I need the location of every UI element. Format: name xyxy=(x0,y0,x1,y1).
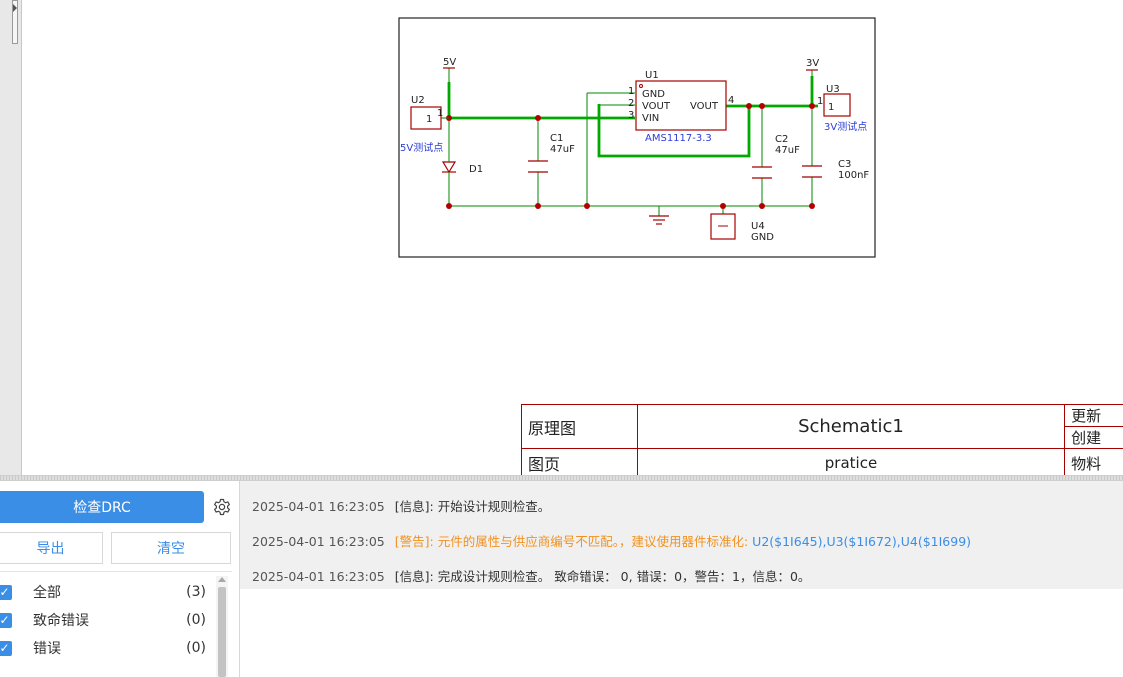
u1-part-number: AMS1117-3.3 xyxy=(645,133,712,144)
filter-count: (3) xyxy=(186,584,206,600)
u1-pin4: 4 xyxy=(728,95,734,106)
component-links[interactable]: U2($1I645),U3($1I672),U4($1I699) xyxy=(752,534,972,549)
filter-label: 全部 xyxy=(33,585,61,601)
u1-pin-vout-label: VOUT xyxy=(642,101,671,112)
junction-dots xyxy=(446,103,815,209)
c3-value: 100nF xyxy=(838,170,869,181)
u3-description: 3V测试点 xyxy=(824,120,867,133)
u3-body[interactable] xyxy=(823,93,851,117)
log-background xyxy=(240,481,1123,589)
u1-designator: U1 xyxy=(645,70,659,81)
power-3v-label: 3V xyxy=(806,58,819,69)
u3-pin-number: 1 xyxy=(817,96,823,107)
title-updated-label: 更新 xyxy=(1064,404,1123,427)
log-timestamp: 2025-04-01 16:23:05 xyxy=(252,534,385,549)
title-label-schematic: 原理图 xyxy=(521,404,638,449)
log-timestamp: 2025-04-01 16:23:05 xyxy=(252,569,385,584)
filter-scrollbar-thumb[interactable] xyxy=(218,587,226,677)
u1-pin-vout-right-label: VOUT xyxy=(690,101,719,112)
filter-label: 致命错误 xyxy=(33,613,89,629)
gear-icon[interactable] xyxy=(213,498,231,516)
log-message: : 完成设计规则检查。 致命错误： 0, 错误：0，警告：1，信息：0。 xyxy=(429,569,811,584)
title-bom-label: 物料 xyxy=(1064,448,1123,475)
c2-value: 47uF xyxy=(775,145,800,156)
check-drc-button[interactable]: 检查DRC xyxy=(0,491,204,523)
u1-pin3: 3 xyxy=(628,110,634,121)
u1-pin1: 1 xyxy=(628,86,634,97)
u3-pin: 1 xyxy=(828,102,834,113)
log-message: : 开始设计规则检查。 xyxy=(429,499,551,514)
filter-item-error[interactable]: ✓ 错误 (0) xyxy=(0,634,212,662)
u4-designator: U4 xyxy=(751,221,765,232)
clear-button[interactable]: 清空 xyxy=(111,532,231,564)
c3-designator: C3 xyxy=(838,159,851,170)
schematic-drawing: U1 GND VOUT VIN VOUT 1 2 3 4 AMS1117-3.3… xyxy=(398,17,876,258)
chevron-right-icon xyxy=(13,4,17,12)
title-block: 原理图 Schematic1 更新 创建 图页 pratice 物料 xyxy=(521,404,1123,475)
u4-description: GND xyxy=(751,232,774,243)
drc-control-panel: 检查DRC 导出 清空 ✓ 全部 (3) ✓ 致命错误 (0) ✓ 错误 (0) xyxy=(0,481,240,677)
checkbox-checked-icon[interactable]: ✓ xyxy=(0,612,12,628)
log-tag: [警告] xyxy=(394,534,430,549)
checkbox-checked-icon[interactable]: ✓ xyxy=(0,640,12,656)
u2-designator: U2 xyxy=(411,95,425,106)
drc-filter-list: ✓ 全部 (3) ✓ 致命错误 (0) ✓ 错误 (0) xyxy=(0,571,232,677)
scroll-up-icon[interactable] xyxy=(218,577,226,582)
u1-pin2: 2 xyxy=(628,98,634,109)
title-page-name: pratice xyxy=(636,448,1066,475)
u3-designator: U3 xyxy=(826,84,840,95)
power-5v-label: 5V xyxy=(443,57,456,68)
schematic-canvas[interactable]: U1 GND VOUT VIN VOUT 1 2 3 4 AMS1117-3.3… xyxy=(0,0,1123,475)
c1-value: 47uF xyxy=(550,144,575,155)
filter-count: (0) xyxy=(186,640,206,656)
log-message: : 元件的属性与供应商编号不匹配。，建议使用器件标准化: xyxy=(429,534,749,549)
sheet-border xyxy=(398,17,876,258)
wires-bold xyxy=(447,76,818,158)
c2-designator: C2 xyxy=(775,134,788,145)
d1-designator: D1 xyxy=(469,164,483,175)
title-created-label: 创建 xyxy=(1064,426,1123,449)
filter-label: 错误 xyxy=(33,641,61,657)
expand-handle[interactable] xyxy=(12,0,18,44)
log-entry-warning[interactable]: 2025-04-01 16:23:05 [警告]: 元件的属性与供应商编号不匹配。… xyxy=(252,531,971,550)
filter-item-all[interactable]: ✓ 全部 (3) xyxy=(0,578,212,606)
panel-splitter[interactable] xyxy=(0,475,1123,481)
u2-description: 5V测试点 xyxy=(400,141,443,154)
u1-pin-gnd-label: GND xyxy=(642,89,665,100)
drc-log-panel: 2025-04-01 16:23:05[信息]: 开始设计规则检查。 2025-… xyxy=(240,481,1123,677)
log-tag: [信息] xyxy=(394,499,430,514)
log-tag: [信息] xyxy=(394,569,430,584)
u2-pin-number: 1 xyxy=(437,108,443,119)
log-entry[interactable]: 2025-04-01 16:23:05 [信息]: 开始设计规则检查。 xyxy=(252,496,550,515)
c1-designator: C1 xyxy=(550,133,563,144)
title-schematic-name: Schematic1 xyxy=(636,404,1066,449)
left-panel-collapsed-edge xyxy=(0,0,22,475)
u2-pin: 1 xyxy=(426,114,432,125)
checkbox-checked-icon[interactable]: ✓ xyxy=(0,584,12,600)
filter-item-fatal[interactable]: ✓ 致命错误 (0) xyxy=(0,606,212,634)
log-entry[interactable]: 2025-04-01 16:23:05 [信息]: 完成设计规则检查。 致命错误：… xyxy=(252,566,810,585)
log-timestamp: 2025-04-01 16:23:05 xyxy=(252,499,385,514)
ground-symbol[interactable] xyxy=(649,215,669,225)
u1-pin-vin-label: VIN xyxy=(642,113,659,124)
filter-count: (0) xyxy=(186,612,206,628)
title-label-page: 图页 xyxy=(521,448,638,475)
u1-body[interactable] xyxy=(635,80,727,131)
export-button[interactable]: 导出 xyxy=(0,532,103,564)
